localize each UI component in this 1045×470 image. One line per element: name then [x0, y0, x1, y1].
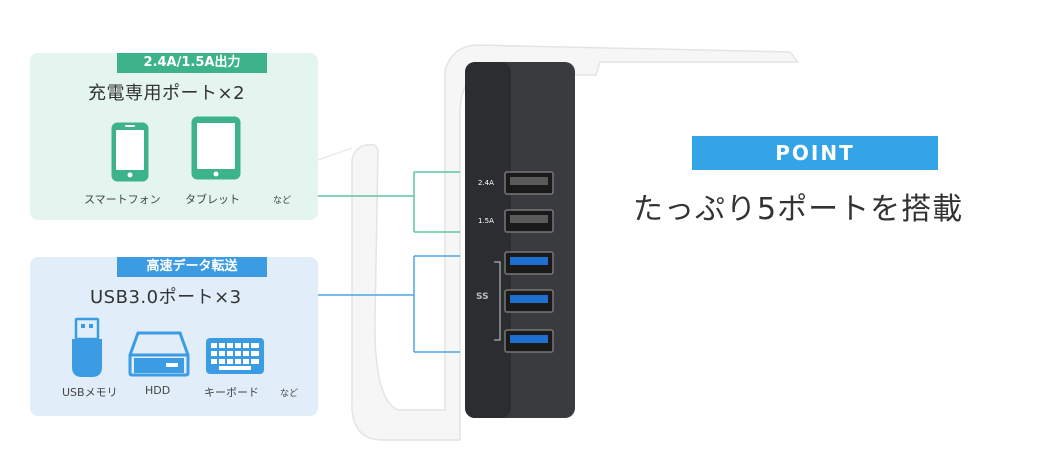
usb3-title: USB3.0ポート×3	[90, 287, 242, 308]
charge-port-1	[504, 171, 554, 195]
usb-memory-label: USBメモリ	[62, 386, 118, 399]
point-headline: たっぷり5ポートを搭載	[633, 192, 964, 227]
usb-memory-icon	[72, 317, 102, 377]
port-label-2-4a: 2.4A	[478, 179, 494, 187]
usb3-connector-lines	[318, 255, 460, 353]
keyboard-icon	[206, 338, 264, 374]
usb3-panel: 高速データ転送 USB3.0ポート×3 USBメモリ HDD キーボード など	[30, 257, 318, 416]
usb3-port-1	[504, 251, 554, 275]
usb3-badge: 高速データ転送	[117, 257, 267, 277]
ss-logo: SS	[476, 292, 489, 302]
tablet-icon	[191, 116, 241, 180]
keyboard-label: キーボード	[204, 386, 259, 399]
tablet-label: タブレット	[185, 193, 240, 206]
charge-connector-lines	[318, 171, 460, 233]
usb3-port-3	[504, 329, 554, 353]
charge-panel: 2.4A/1.5A出力 充電専用ポート×2 スマートフォン タブレット など	[30, 53, 318, 220]
charge-badge: 2.4A/1.5A出力	[117, 53, 267, 73]
charge-etc: など	[273, 196, 292, 206]
hdd-label: HDD	[145, 384, 171, 397]
usb3-etc: など	[280, 389, 299, 399]
smartphone-label: スマートフォン	[84, 193, 161, 206]
usb3-port-2	[504, 289, 554, 313]
point-badge: POINT	[692, 136, 938, 170]
charge-port-2	[504, 209, 554, 233]
smartphone-icon	[111, 122, 149, 182]
charge-title: 充電専用ポート×2	[88, 83, 246, 104]
hdd-icon	[128, 331, 190, 377]
port-label-1-5a: 1.5A	[478, 217, 494, 225]
